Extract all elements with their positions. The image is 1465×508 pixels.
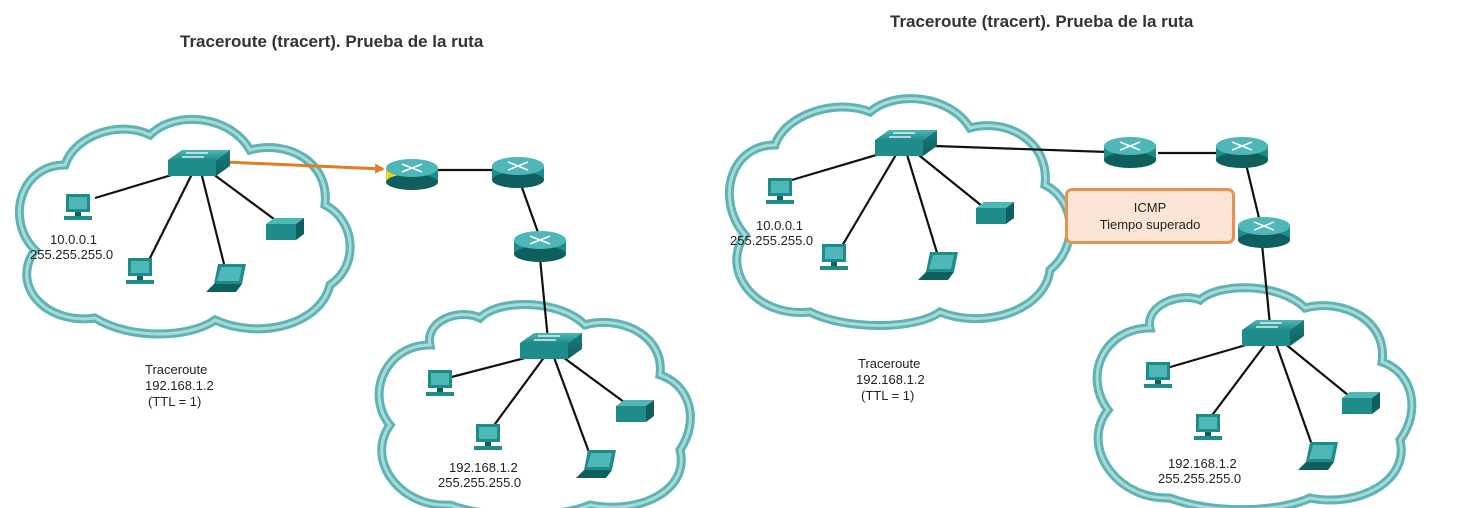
router-icon [1216, 137, 1268, 168]
switch-icon [1242, 320, 1304, 346]
panel-title: Traceroute (tracert). Prueba de la ruta [180, 32, 484, 51]
dest-mask-label: 255.255.255.0 [1158, 471, 1242, 486]
laptop-icon [576, 450, 616, 478]
router-icon [386, 159, 438, 190]
printer-icon [616, 400, 654, 422]
source-ip-label: 10.0.0.1 [50, 232, 97, 247]
panel-title: Traceroute (tracert). Prueba de la ruta [890, 12, 1194, 31]
icmp-label: ICMP [1133, 200, 1167, 215]
pc-icon [426, 370, 454, 396]
traceroute-label: Traceroute [145, 362, 208, 377]
diagram-panel-right: Traceroute (tracert). Prueba de la ruta [720, 0, 1465, 508]
router-icon [1238, 217, 1290, 248]
pc-icon [820, 244, 848, 270]
icmp-time-exceeded-callout: ICMP Tiempo superado [1065, 188, 1235, 244]
network-diagram-left [15, 114, 695, 508]
dest-mask-label: 255.255.255.0 [438, 475, 522, 490]
switch-icon [168, 150, 230, 176]
source-mask-label: 255.255.255.0 [730, 233, 814, 248]
dest-ip-label: 192.168.1.2 [449, 460, 518, 475]
pc-icon [64, 194, 92, 220]
laptop-icon [206, 264, 246, 292]
packet-arrow [224, 160, 385, 174]
printer-icon [976, 202, 1014, 224]
router-icon [514, 231, 566, 262]
laptop-icon [1298, 442, 1338, 470]
source-ip-label: 10.0.0.1 [756, 218, 803, 233]
time-exceeded-label: Tiempo superado [1099, 217, 1201, 232]
pc-icon [1194, 414, 1222, 440]
switch-icon [875, 130, 937, 156]
pc-icon [126, 258, 154, 284]
traceroute-label: Traceroute [858, 356, 921, 371]
router-icon [1104, 137, 1156, 168]
pc-icon [1144, 362, 1172, 388]
printer-icon [266, 218, 304, 240]
diagram-panel-left: Traceroute (tracert). Prueba de la ruta [0, 0, 720, 508]
switch-icon [520, 333, 582, 359]
pc-icon [766, 178, 794, 204]
ttl-label: (TTL = 1) [148, 394, 202, 409]
traceroute-target-label: 192.168.1.2 [856, 372, 925, 387]
laptop-icon [918, 252, 958, 280]
ttl-label: (TTL = 1) [861, 388, 915, 403]
source-mask-label: 255.255.255.0 [30, 247, 114, 262]
printer-icon [1342, 392, 1380, 414]
router-icon [492, 157, 544, 188]
network-diagram-right [725, 94, 1417, 508]
dest-ip-label: 192.168.1.2 [1168, 456, 1237, 471]
pc-icon [474, 424, 502, 450]
traceroute-target-label: 192.168.1.2 [145, 378, 214, 393]
